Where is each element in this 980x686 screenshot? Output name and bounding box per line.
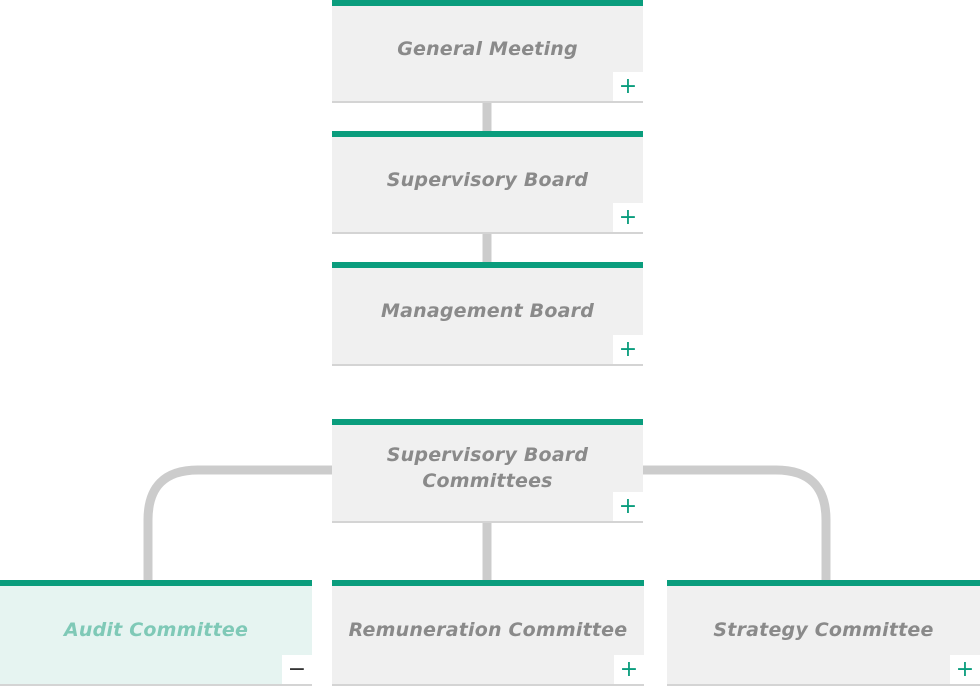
supervisory-board-committees-label: Supervisory Board Committees — [386, 444, 589, 492]
general-meeting-label: General Meeting — [397, 37, 578, 60]
remuneration-committee-box[interactable]: Remuneration Committee + — [332, 580, 644, 686]
management-board-box[interactable]: Management Board + — [332, 262, 643, 366]
strategy-committee-label: Strategy Committee — [713, 619, 934, 641]
supervisory-board-committees-box[interactable]: Supervisory Board Committees + — [332, 419, 643, 523]
general-meeting-box[interactable]: General Meeting + — [332, 0, 643, 103]
supervisory-board-committees-expand-icon[interactable]: + — [613, 492, 643, 521]
connector-committees-to-audit — [143, 465, 332, 582]
audit-committee-box[interactable]: Audit Committee − — [0, 580, 312, 686]
supervisory-board-box[interactable]: Supervisory Board + — [332, 131, 643, 234]
strategy-committee-box[interactable]: Strategy Committee + — [667, 580, 980, 686]
management-board-label: Management Board — [381, 300, 594, 322]
strategy-committee-expand-icon[interactable]: + — [950, 655, 980, 684]
audit-committee-collapse-icon[interactable]: − — [282, 655, 312, 684]
management-board-expand-icon[interactable]: + — [613, 335, 643, 364]
audit-committee-label: Audit Committee — [63, 619, 249, 641]
remuneration-committee-expand-icon[interactable]: + — [614, 655, 644, 684]
supervisory-board-expand-icon[interactable]: + — [613, 203, 643, 232]
supervisory-board-label: Supervisory Board — [386, 168, 589, 191]
general-meeting-expand-icon[interactable]: + — [613, 72, 643, 101]
remuneration-committee-label: Remuneration Committee — [348, 619, 628, 641]
connector-committees-to-strategy — [643, 465, 831, 582]
